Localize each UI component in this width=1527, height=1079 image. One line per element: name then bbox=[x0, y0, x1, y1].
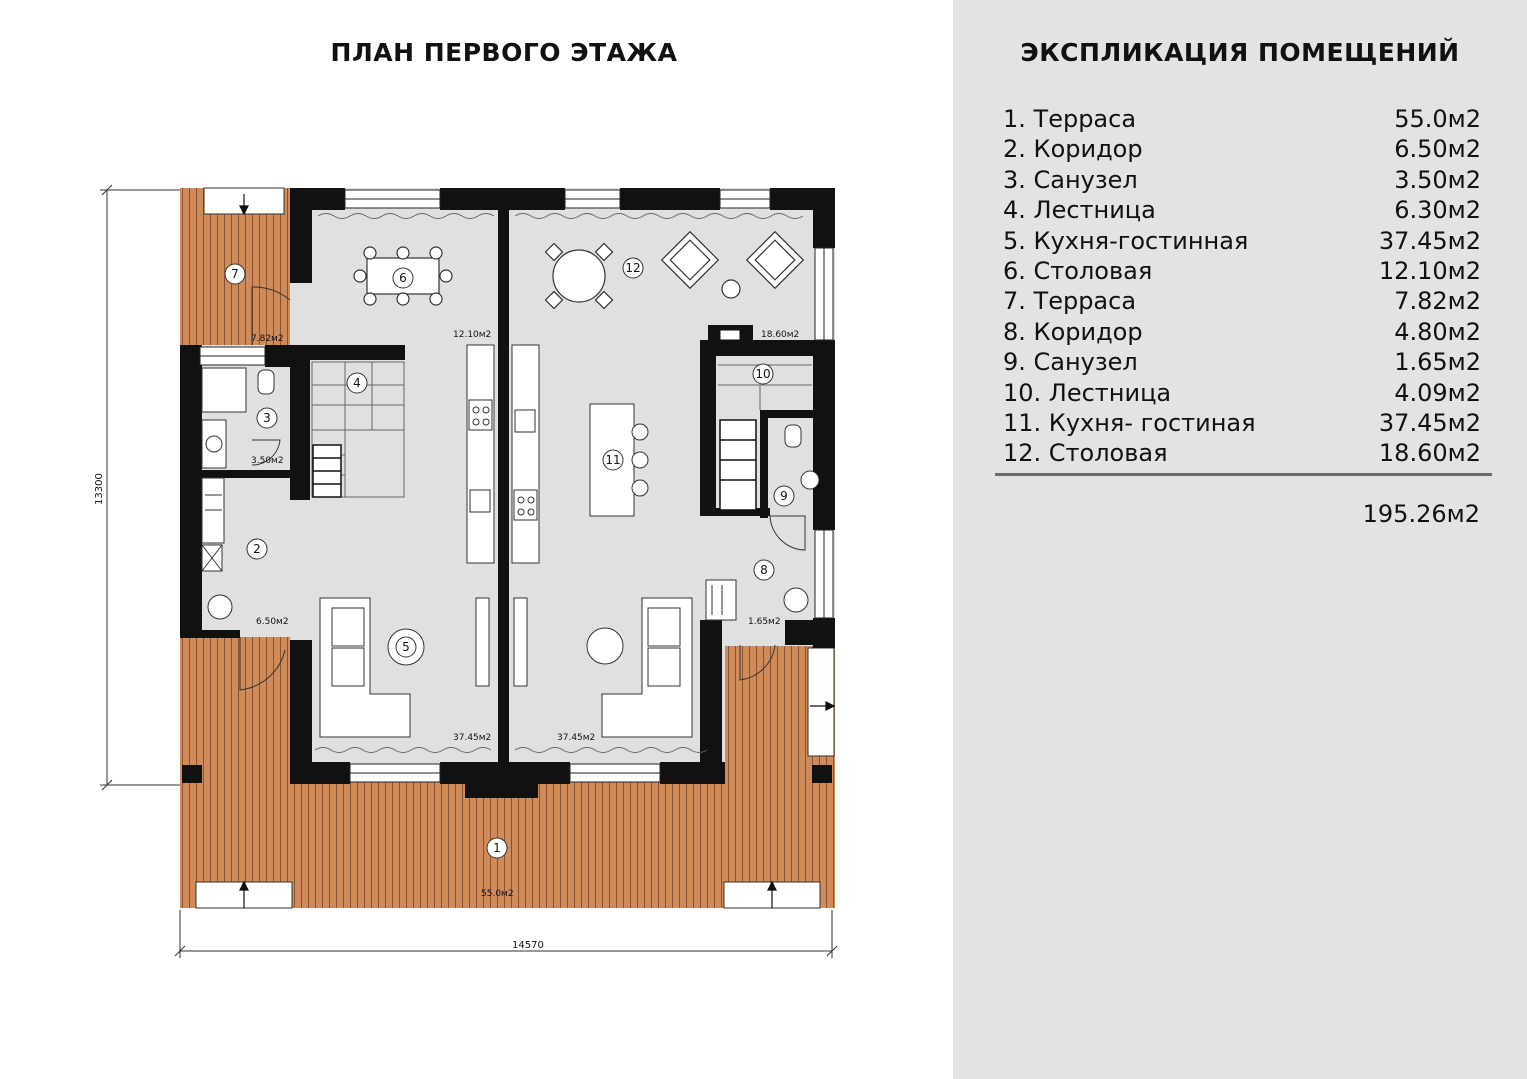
room-marker-11 bbox=[602, 449, 624, 471]
room-name: 3. Санузел bbox=[1003, 165, 1138, 194]
room-name: 6. Столовая bbox=[1003, 256, 1153, 285]
room-number-4: 4 bbox=[353, 376, 361, 390]
room-marker-2 bbox=[246, 538, 268, 560]
room-name: 8. Коридор bbox=[1003, 317, 1143, 346]
list-item: 10. Лестница 4.09м2 bbox=[1003, 378, 1481, 408]
area-label-11: 37.45м2 bbox=[557, 733, 595, 743]
terrace1-side-bench bbox=[807, 647, 835, 757]
room-area: 37.45м2 bbox=[1378, 408, 1481, 437]
room-number-1: 1 bbox=[493, 841, 501, 855]
area-label-2: 6.50м2 bbox=[256, 617, 289, 627]
list-item: 5. Кухня-гостинная 37.45м2 bbox=[1003, 226, 1481, 256]
room-area: 12.10м2 bbox=[1378, 256, 1481, 285]
dimension-width: 14570 bbox=[512, 940, 544, 951]
room-number-8: 8 bbox=[760, 563, 768, 577]
area-label-1: 55.0м2 bbox=[481, 889, 514, 899]
room-area: 3.50м2 bbox=[1394, 165, 1481, 194]
room-name: 10. Лестница bbox=[1003, 378, 1172, 407]
room-number-6: 6 bbox=[399, 271, 407, 285]
kitchen-counters bbox=[466, 344, 649, 564]
list-item: 1. Терраса 55.0м2 bbox=[1003, 104, 1481, 134]
dimension-height: 13300 bbox=[94, 473, 105, 505]
room-number-2: 2 bbox=[253, 542, 261, 556]
room-marker-4 bbox=[346, 372, 368, 394]
room-number-3: 3 bbox=[263, 411, 271, 425]
area-label-12: 18.60м2 bbox=[761, 330, 799, 340]
room-marker-10 bbox=[752, 363, 774, 385]
room-area: 4.09м2 bbox=[1394, 378, 1481, 407]
room-marker-8 bbox=[753, 559, 775, 581]
room-area: 6.50м2 bbox=[1394, 135, 1481, 164]
list-item: 8. Коридор 4.80м2 bbox=[1003, 317, 1481, 347]
room-area: 4.80м2 bbox=[1394, 317, 1481, 346]
list-item: 4. Лестница 6.30м2 bbox=[1003, 195, 1481, 225]
room-marker-9 bbox=[773, 485, 795, 507]
list-item: 3. Санузел 3.50м2 bbox=[1003, 165, 1481, 195]
bathroom-3-fixtures bbox=[201, 367, 820, 490]
room-marker-6 bbox=[392, 267, 414, 289]
walls bbox=[180, 188, 835, 798]
room-name: 5. Кухня-гостинная bbox=[1003, 226, 1249, 255]
list-item: 7. Терраса 7.82м2 bbox=[1003, 286, 1481, 316]
explication-title: ЭКСПЛИКАЦИЯ ПОМЕЩЕНИЙ bbox=[1020, 38, 1460, 67]
room-name: 12. Столовая bbox=[1003, 439, 1168, 468]
room-name: 7. Терраса bbox=[1003, 287, 1137, 316]
area-label-8: 1.65м2 bbox=[748, 617, 781, 627]
area-label-3: 3.50м2 bbox=[251, 456, 284, 466]
room-area: 1.65м2 bbox=[1394, 348, 1481, 377]
list-item: 12. Столовая 18.60м2 bbox=[1003, 438, 1481, 468]
area-label-5: 37.45м2 bbox=[453, 733, 491, 743]
plan-title: ПЛАН ПЕРВОГО ЭТАЖА bbox=[330, 38, 678, 67]
room-number-10: 10 bbox=[755, 367, 770, 381]
room-marker-7 bbox=[224, 263, 246, 285]
room-marker-12 bbox=[622, 257, 644, 279]
list-item: 2. Коридор 6.50м2 bbox=[1003, 134, 1481, 164]
total-area: 195.26м2 bbox=[1362, 500, 1480, 528]
room-name: 4. Лестница bbox=[1003, 196, 1156, 225]
room-area: 18.60м2 bbox=[1378, 439, 1481, 468]
room-name: 9. Санузел bbox=[1003, 348, 1138, 377]
room-number-12: 12 bbox=[625, 261, 640, 275]
room-marker-3 bbox=[256, 407, 278, 429]
room-area: 7.82м2 bbox=[1394, 287, 1481, 316]
room-number-9: 9 bbox=[780, 489, 788, 503]
list-item: 9. Санузел 1.65м2 bbox=[1003, 347, 1481, 377]
explication-list: 1. Терраса 55.0м2 2. Коридор 6.50м2 3. Сан… bbox=[1003, 104, 1481, 469]
room-area: 6.30м2 bbox=[1394, 196, 1481, 225]
room-marker-1 bbox=[486, 837, 508, 859]
room-area: 55.0м2 bbox=[1394, 105, 1481, 133]
room-area: 37.45м2 bbox=[1378, 226, 1481, 255]
room-number-7: 7 bbox=[231, 267, 239, 281]
divider bbox=[995, 473, 1492, 476]
room-number-11: 11 bbox=[605, 453, 620, 467]
dining-table-12 bbox=[544, 230, 805, 310]
area-label-7: 7.82м2 bbox=[251, 334, 284, 344]
sofa-5 bbox=[319, 597, 490, 738]
list-item: 6. Столовая 12.10м2 bbox=[1003, 256, 1481, 286]
room-name: 2. Коридор bbox=[1003, 135, 1143, 164]
area-label-6: 12.10м2 bbox=[453, 330, 491, 340]
room-name: 11. Кухня- гостиная bbox=[1003, 408, 1256, 437]
room-number-5: 5 bbox=[402, 640, 410, 654]
explication-panel: ЭКСПЛИКАЦИЯ ПОМЕЩЕНИЙ 1. Терраса 55.0м2 2… bbox=[953, 0, 1527, 1079]
room-name: 1. Терраса bbox=[1003, 105, 1137, 133]
list-item: 11. Кухня- гостиная 37.45м2 bbox=[1003, 408, 1481, 438]
room-marker-5 bbox=[395, 636, 417, 658]
sofa-11 bbox=[513, 597, 693, 738]
